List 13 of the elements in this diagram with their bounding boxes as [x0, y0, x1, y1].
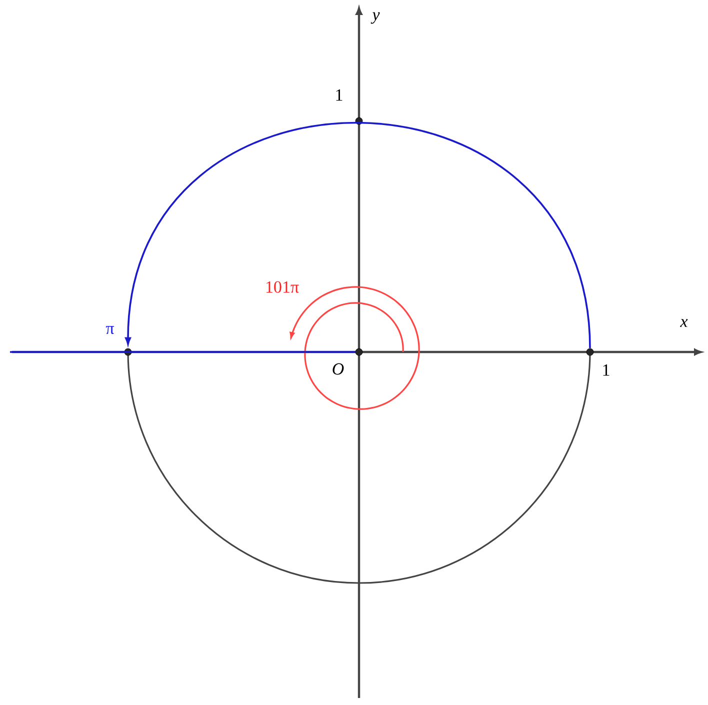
- point: [336, 89, 363, 125]
- arc-arrow: [125, 122, 591, 348]
- axis-label: x: [680, 319, 688, 327]
- point: [106, 326, 132, 356]
- angle-label: 101π: [266, 281, 299, 293]
- point: [586, 348, 610, 376]
- axis-label: y: [370, 12, 380, 24]
- point-label: 1: [336, 89, 342, 101]
- point-label: 1: [603, 364, 610, 376]
- point-label: π: [106, 326, 114, 334]
- point: [332, 348, 363, 375]
- point-label: O: [332, 363, 344, 375]
- ray: [10, 351, 356, 353]
